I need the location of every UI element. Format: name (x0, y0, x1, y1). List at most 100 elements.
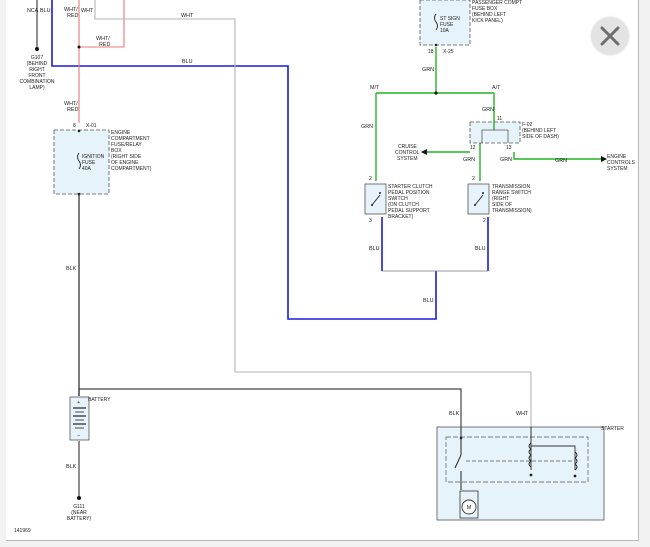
connector-f02: 11 12 13 F-02 (BEHIND LEFT SIDE OF DASH) (469, 116, 559, 151)
battery: + − BATTERY (69, 396, 111, 441)
svg-text:SWITCH: SWITCH (388, 196, 408, 202)
svg-text:F-02: F-02 (522, 122, 533, 128)
wire-label-whtred-mid-2: RED (99, 42, 110, 48)
svg-text:3: 3 (369, 218, 372, 224)
svg-text:(BEHIND LEFT: (BEHIND LEFT (522, 128, 556, 134)
svg-text:G107: G107 (31, 55, 43, 61)
wire-label-nca: NCA (27, 8, 39, 14)
cruise-control-label: CRUISE (398, 144, 418, 150)
wire-blu-main (51, 0, 437, 320)
svg-text:PEDAL POSITION: PEDAL POSITION (388, 190, 430, 196)
wire-grn-network (375, 47, 606, 181)
svg-text:(ON CLUTCH: (ON CLUTCH (388, 202, 419, 208)
svg-text:RANGE SWITCH: RANGE SWITCH (492, 190, 531, 196)
svg-text:COMBINATION: COMBINATION (20, 79, 55, 85)
svg-text:STARTER CLUTCH: STARTER CLUTCH (388, 184, 433, 190)
svg-text:(RIGHT: (RIGHT (492, 196, 509, 202)
svg-text:COMPARTMENT: COMPARTMENT (111, 136, 150, 142)
battery-label: BATTERY (88, 397, 111, 403)
svg-text:FRONT: FRONT (28, 73, 45, 79)
starter-clutch-switch: 2 3 STARTER CLUTCH PEDAL POSITION SWITCH… (364, 176, 433, 224)
svg-text:2: 2 (369, 176, 372, 182)
wire-label-blu-mt: BLU (369, 246, 380, 252)
svg-text:TRANSMISSION: TRANSMISSION (492, 184, 530, 190)
connector-x01: X-01 (86, 123, 97, 129)
svg-text:(RIGHT SIDE: (RIGHT SIDE (111, 154, 142, 160)
wire-label-grn-mt: GRN (361, 124, 373, 130)
wire-blk-battery-to-starter (78, 388, 462, 427)
svg-text:TRANSMISSION): TRANSMISSION) (492, 208, 532, 214)
wire-label-blk-starter: BLK (449, 411, 460, 417)
passenger-fuse-box: ST SIGN FUSE 10A PASSENGER COMPT FUSE BO… (419, 0, 522, 55)
svg-text:COMPARTMENT): COMPARTMENT) (111, 166, 152, 172)
svg-text:SYSTEM: SYSTEM (397, 156, 418, 162)
svg-text:10A: 10A (440, 28, 450, 34)
svg-text:40A: 40A (82, 166, 92, 172)
wire-label-blu-mid: BLU (182, 59, 193, 65)
wire-label-whtred-top-2: RED (67, 13, 78, 19)
ground-g111: G111 (NEAR BATTERY) (67, 496, 92, 522)
svg-text:(BEHIND: (BEHIND (27, 61, 48, 67)
svg-text:FUSE: FUSE (440, 22, 454, 28)
svg-text:−: − (77, 433, 80, 439)
engine-controls-label: ENGINE (607, 154, 627, 160)
svg-text:KICK PANEL): KICK PANEL) (472, 18, 503, 24)
wire-blu-switches (381, 217, 489, 271)
splice-dot (77, 45, 81, 49)
wire-label-whtred-lower-1: WHT/ (64, 101, 78, 107)
starter: M STARTER (436, 426, 624, 521)
wire-label-grn-ecs: GRN (555, 158, 567, 164)
wire-label-grn-top: GRN (422, 67, 434, 73)
wire-label-wht-top: WHT (81, 8, 94, 14)
arrow-to-engine-controls (601, 156, 607, 162)
wire-label-whtred-mid-1: WHT/ (96, 36, 110, 42)
wire-label-blk-2: BLK (66, 464, 77, 470)
svg-text:PEDAL SUPPORT: PEDAL SUPPORT (388, 208, 430, 214)
svg-text:ST SIGN: ST SIGN (440, 16, 460, 22)
wire-label-wht-mid: WHT (181, 13, 194, 19)
wire-label-grn-13: GRN (500, 157, 512, 163)
engine-fuse-box: X-01 8 IGNITION FUSE 40A ENGINE COMPARTM… (53, 123, 152, 196)
wire-label-mt: M/T (370, 85, 380, 91)
svg-text:RIGHT: RIGHT (29, 67, 45, 73)
svg-text:ENGINE: ENGINE (111, 130, 131, 136)
ground-g107: G107 (BEHIND RIGHT FRONT COMBINATION LAM… (20, 47, 55, 91)
svg-text:OF ENGINE: OF ENGINE (111, 160, 139, 166)
motor-label: M (467, 505, 472, 511)
splice-dot-grn (434, 91, 438, 95)
svg-text:CONTROL: CONTROL (395, 150, 420, 156)
wire-label-whtred-lower-2: RED (67, 107, 78, 113)
wire-wht-red (78, 0, 125, 123)
figure-id: 141969 (14, 528, 31, 534)
svg-text:BOX: BOX (111, 148, 122, 154)
connector-x25: X-25 (443, 49, 454, 55)
close-icon (600, 26, 620, 46)
svg-text:(NEAR: (NEAR (71, 510, 87, 516)
svg-text:18: 18 (428, 49, 434, 55)
wire-label-whtred-top-1: WHT/ (64, 7, 78, 13)
svg-text:+: + (77, 400, 80, 406)
svg-text:BATTERY): BATTERY) (67, 516, 92, 522)
svg-text:G111: G111 (73, 504, 85, 510)
svg-text:12: 12 (470, 145, 476, 151)
wire-label-grn-at: GRN (482, 107, 494, 113)
svg-text:IGNITION: IGNITION (82, 154, 105, 160)
wire-label-blk-1: BLK (66, 266, 77, 272)
svg-text:FUSE/RELAY: FUSE/RELAY (111, 142, 142, 148)
svg-text:FUSE: FUSE (82, 160, 96, 166)
diagram-sheet: G107 (BEHIND RIGHT FRONT COMBINATION LAM… (6, 0, 639, 541)
close-button[interactable] (591, 17, 629, 55)
transmission-range-switch: 2 2 TRANSMISSION RANGE SWITCH (RIGHT SID… (467, 176, 532, 224)
svg-text:PASSENGER COMPT: PASSENGER COMPT (472, 0, 522, 6)
arrow-to-cruise (421, 149, 427, 155)
svg-text:CONTROLS: CONTROLS (607, 160, 635, 166)
wire-wht-to-starter (94, 0, 532, 427)
svg-text:2: 2 (483, 218, 486, 224)
wire-label-grn-tr: GRN (463, 157, 475, 163)
wire-label-wht-starter: WHT (516, 411, 529, 417)
svg-text:LAMP): LAMP) (29, 85, 45, 91)
wire-label-at: A/T (492, 85, 501, 91)
svg-text:8: 8 (73, 123, 76, 129)
svg-text:11: 11 (497, 116, 502, 122)
